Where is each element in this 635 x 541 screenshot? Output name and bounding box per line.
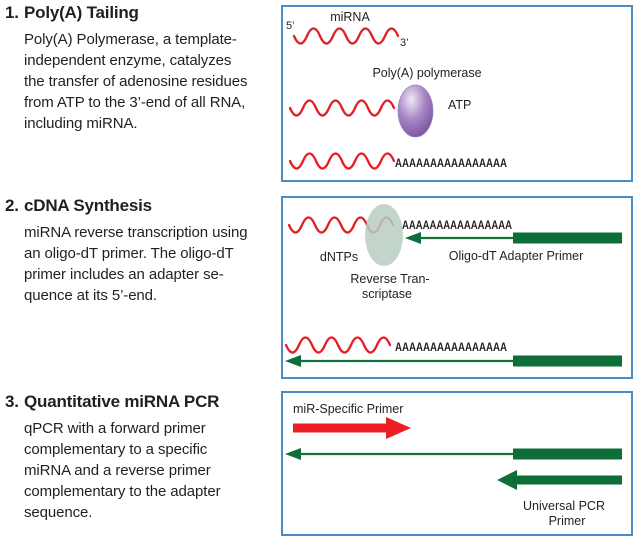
- panel-quantitative-pcr: miR-Specific Primer Universal PCR Primer: [281, 391, 633, 536]
- quantitative-pcr-diagram: miR-Specific Primer Universal PCR Primer: [285, 402, 622, 528]
- step2-heading: 2. cDNA Synthesis: [5, 196, 275, 216]
- panel-cdna-synthesis: AAAAAAAAAAAAAAAA dNTPs Oligo-dT Adapter …: [281, 196, 633, 379]
- reverse-transcriptase-enzyme: [365, 204, 403, 266]
- polya-polymerase-enzyme: [397, 84, 434, 138]
- universal-pcr-primer-body: [517, 475, 622, 485]
- polya-tail-text-bottom: AAAAAAAAAAAAAAAA: [395, 340, 507, 354]
- panel-polya-tailing: 5’ miRNA 3’ Poly(A) polymerase ATP AAAAA…: [281, 5, 633, 182]
- polya-tail-text-top: AAAAAAAAAAAAAAAA: [402, 218, 512, 232]
- five-prime-label: 5’: [286, 20, 295, 32]
- mirna-label: miRNA: [330, 10, 370, 24]
- cdna-template-arrowhead: [285, 448, 301, 460]
- oligo-dt-primer-arrowhead: [405, 232, 421, 244]
- mirna-wave-2: [288, 99, 396, 117]
- step2-description: miRNA reverse transcription using an oli…: [24, 224, 248, 304]
- polya-polymerase-label: Poly(A) polymerase: [372, 66, 481, 80]
- mir-specific-primer-body: [293, 423, 386, 433]
- step3-text-block: 3. Quantitative miRNA PCR qPCR with a fo…: [5, 392, 275, 523]
- step1-text-block: 1. Poly(A) Tailing Poly(A) Polymerase, a…: [5, 3, 275, 134]
- atp-label: ATP: [448, 98, 471, 112]
- polya-tail-text: AAAAAAAAAAAAAAAA: [395, 156, 507, 170]
- mirna-wave-3: [288, 152, 396, 170]
- mirna-wave-bottom: [284, 336, 392, 354]
- adapter-sequence-bar-bottom: [513, 355, 622, 367]
- step2-number: 2.: [5, 196, 19, 215]
- step2-title: cDNA Synthesis: [24, 196, 152, 215]
- cdna-strand-arrowhead: [285, 355, 301, 367]
- polya-tailing-diagram: 5’ miRNA 3’ Poly(A) polymerase ATP AAAAA…: [286, 10, 507, 170]
- reverse-transcriptase-label-line1: Reverse Tran-: [350, 272, 429, 286]
- step1-description: Poly(A) Polymerase, a template- independ…: [24, 31, 248, 132]
- universal-pcr-primer-label-line1: Universal PCR: [523, 499, 605, 513]
- dntps-label: dNTPs: [320, 250, 358, 264]
- step3-number: 3.: [5, 392, 19, 411]
- adapter-sequence-bar: [513, 448, 622, 460]
- step1-number: 1.: [5, 3, 19, 22]
- mirna-wave-1: [292, 27, 400, 45]
- adapter-sequence-bar-top: [513, 232, 622, 244]
- universal-pcr-primer-arrowhead: [497, 470, 517, 490]
- step3-heading: 3. Quantitative miRNA PCR: [5, 392, 275, 412]
- step1-heading: 1. Poly(A) Tailing: [5, 3, 275, 23]
- mir-specific-primer-label: miR-Specific Primer: [293, 402, 403, 416]
- reverse-transcriptase-label-line2: scriptase: [362, 287, 412, 301]
- universal-pcr-primer-label-line2: Primer: [549, 514, 586, 528]
- oligo-dt-adapter-primer-label: Oligo-dT Adapter Primer: [449, 249, 584, 263]
- step3-title: Quantitative miRNA PCR: [24, 392, 220, 411]
- step1-title: Poly(A) Tailing: [24, 3, 139, 22]
- mir-specific-primer-arrowhead: [386, 417, 411, 439]
- cdna-synthesis-diagram: AAAAAAAAAAAAAAAA dNTPs Oligo-dT Adapter …: [284, 204, 622, 367]
- three-prime-label: 3’: [400, 37, 409, 49]
- step2-text-block: 2. cDNA Synthesis miRNA reverse transcri…: [5, 196, 275, 306]
- step3-description: qPCR with a forward primer complementary…: [24, 420, 221, 521]
